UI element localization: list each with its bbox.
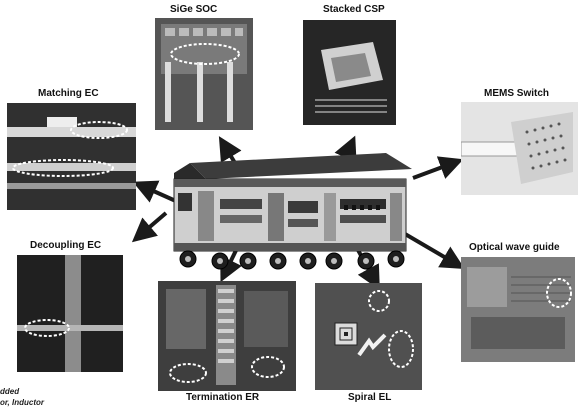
central-module-photo xyxy=(168,143,415,274)
optical-wave-guide-photo xyxy=(461,257,575,362)
photo-sige-soc xyxy=(155,18,253,130)
sige-soc-micrograph xyxy=(155,18,253,130)
matching-ec-crosssection xyxy=(7,103,136,210)
central-module-drawing xyxy=(168,143,415,274)
photo-decoupling-ec xyxy=(17,255,123,372)
photo-termination-er xyxy=(158,281,296,391)
photo-optical-wave-guide xyxy=(461,257,575,362)
photo-mems-switch xyxy=(461,102,578,195)
arrow-to-decoupling-ec xyxy=(138,213,166,237)
photo-stacked-csp xyxy=(303,20,396,125)
decoupling-ec-crosssection xyxy=(17,255,123,372)
label-termination-er: Termination ER xyxy=(186,392,259,403)
label-spiral-el: Spiral EL xyxy=(348,392,391,403)
text-fragment-line2: or, Inductor xyxy=(0,397,44,408)
arrow-to-mems-switch xyxy=(413,162,456,178)
photo-matching-ec xyxy=(7,103,136,210)
text-fragment-line1: dded xyxy=(0,386,19,397)
spiral-el-board xyxy=(315,283,422,390)
label-optical-wave-guide: Optical wave guide xyxy=(469,242,560,253)
termination-er-board xyxy=(158,281,296,391)
photo-spiral-el xyxy=(315,283,422,390)
label-mems-switch: MEMS Switch xyxy=(484,88,549,99)
label-stacked-csp: Stacked CSP xyxy=(323,4,385,15)
label-sige-soc: SiGe SOC xyxy=(170,4,217,15)
mems-switch-micrograph xyxy=(461,102,578,195)
label-decoupling-ec: Decoupling EC xyxy=(30,240,101,251)
label-matching-ec: Matching EC xyxy=(38,88,99,99)
stacked-csp-photo xyxy=(303,20,396,125)
